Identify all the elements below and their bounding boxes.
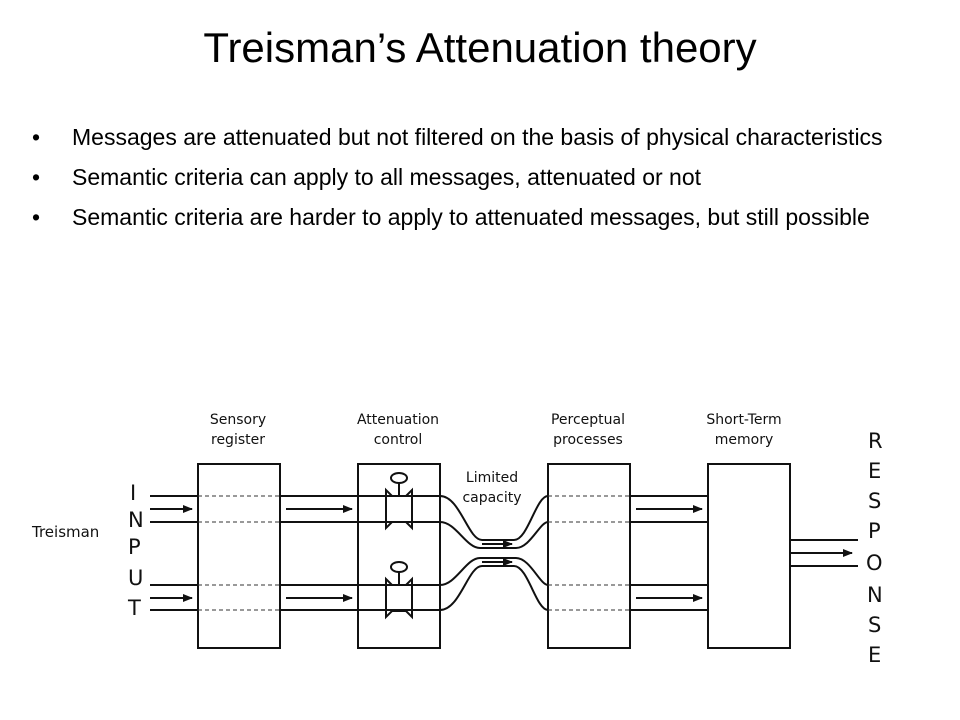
bullet-item: • Messages are attenuated but not filter…	[32, 120, 952, 155]
stage-label-perceptual: processes	[553, 432, 623, 448]
input-letter: P	[128, 535, 141, 559]
bullet-item: • Semantic criteria can apply to all mes…	[32, 160, 952, 195]
response-letter: E	[868, 643, 881, 667]
stage-label-stm: memory	[715, 432, 774, 448]
stage-label-perceptual: Perceptual	[551, 412, 625, 428]
stage-label-sensory: Sensory	[210, 412, 266, 428]
response-letter: S	[868, 613, 881, 637]
model-label: Treisman	[31, 523, 99, 541]
response-letter: E	[868, 459, 881, 483]
response-letter: R	[868, 429, 883, 453]
slide-title: Treisman’s Attenuation theory	[203, 24, 757, 71]
limited-capacity-bottleneck	[439, 495, 549, 611]
input-letter: I	[130, 481, 136, 505]
bullet-marker: •	[32, 164, 41, 190]
perceptual-processes-box	[547, 463, 631, 649]
bullet-list: • Messages are attenuated but not filter…	[32, 120, 952, 240]
stage-label-sensory: register	[211, 432, 265, 448]
response-letter: P	[868, 519, 881, 543]
bullet-text: Semantic criteria are harder to apply to…	[72, 204, 870, 230]
limited-capacity-label: capacity	[462, 490, 521, 506]
bullet-text: Messages are attenuated but not filtered…	[72, 124, 883, 150]
stage-label-attenuation: control	[374, 432, 423, 448]
short-term-memory-box	[707, 463, 791, 649]
attenuation-model-diagram: Treisman I N P U T Sensory register Atte…	[31, 412, 883, 667]
input-letter: U	[128, 566, 143, 590]
sensory-register-box	[197, 463, 281, 649]
bullet-item: • Semantic criteria are harder to apply …	[32, 200, 952, 235]
input-label: I N P U T	[127, 481, 144, 620]
bullet-text: Semantic criteria can apply to all messa…	[72, 164, 702, 190]
bullet-marker: •	[32, 204, 41, 230]
stage-label-attenuation: Attenuation	[357, 412, 439, 428]
input-letter: N	[128, 508, 144, 532]
input-letter: T	[127, 596, 141, 620]
limited-capacity-label: Limited	[466, 470, 518, 486]
valve-icon	[385, 561, 413, 620]
response-label: R E S P O N S E	[866, 429, 883, 667]
response-letter: S	[868, 489, 881, 513]
response-letter: N	[867, 583, 883, 607]
valve-icon	[385, 472, 413, 531]
stage-label-stm: Short-Term	[706, 412, 781, 428]
response-letter: O	[866, 551, 883, 575]
bullet-marker: •	[32, 124, 41, 150]
